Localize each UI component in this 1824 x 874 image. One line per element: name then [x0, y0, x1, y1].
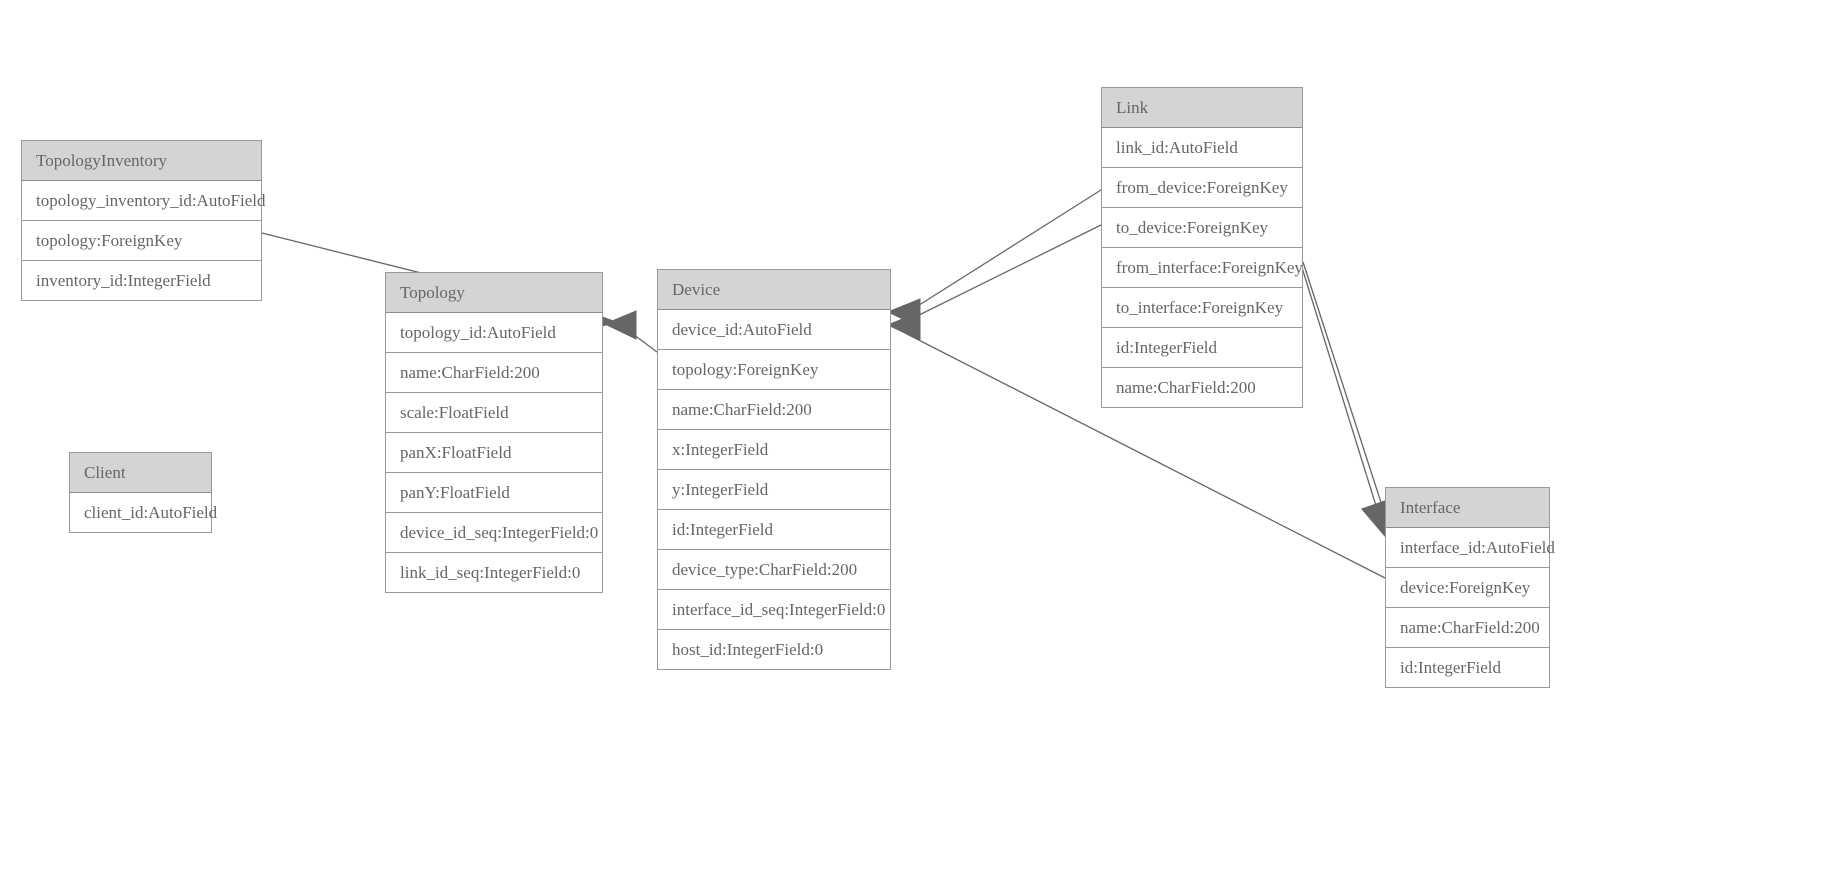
entity-field: link_id:AutoField: [1102, 128, 1302, 168]
entity-title-topology: Topology: [386, 273, 602, 313]
entity-title-interface: Interface: [1386, 488, 1549, 528]
entity-field: client_id:AutoField: [70, 493, 217, 532]
entity-field: topology_id:AutoField: [386, 313, 602, 353]
relationship-arrowhead: [603, 310, 637, 340]
entity-field: id:IntegerField: [1102, 328, 1302, 368]
relationship-line: [904, 189, 1102, 315]
entity-field: inventory_id:IntegerField: [22, 261, 261, 300]
relationship-line: [1298, 257, 1383, 526]
entity-field: from_device:ForeignKey: [1102, 168, 1302, 208]
entity-field: scale:FloatField: [386, 393, 602, 433]
entity-field: interface_id_seq:IntegerField:0: [658, 590, 890, 630]
entity-field: panX:FloatField: [386, 433, 602, 473]
entity-field: id:IntegerField: [1386, 648, 1549, 687]
entity-title-link: Link: [1102, 88, 1302, 128]
relationship-arrowhead: [1361, 500, 1386, 538]
entity-field: name:CharField:200: [1386, 608, 1549, 648]
entity-field: name:CharField:200: [386, 353, 602, 393]
entity-field: y:IntegerField: [658, 470, 890, 510]
entity-title-topology_inventory: TopologyInventory: [22, 141, 261, 181]
relationship-line: [620, 324, 658, 353]
entity-field: link_id_seq:IntegerField:0: [386, 553, 602, 592]
entity-field: topology:ForeignKey: [658, 350, 890, 390]
relationship-link-from_interface: [1298, 257, 1386, 538]
entity-field: to_device:ForeignKey: [1102, 208, 1302, 248]
entity-field: device:ForeignKey: [1386, 568, 1549, 608]
relationship-line: [1302, 261, 1390, 528]
entity-field: interface_id:AutoField: [1386, 528, 1555, 568]
entity-field: name:CharField:200: [658, 390, 890, 430]
relationship-arrowhead: [886, 311, 921, 341]
entity-field: to_interface:ForeignKey: [1102, 288, 1302, 328]
relationship-device-topology: [603, 310, 658, 353]
relationship-arrowhead: [886, 298, 921, 328]
relationship-link-to_interface: [1302, 261, 1390, 538]
entity-field: device_id:AutoField: [658, 310, 890, 350]
relationship-link-to_device: [886, 224, 1102, 341]
entity-field: device_type:CharField:200: [658, 550, 890, 590]
entity-field: device_id_seq:IntegerField:0: [386, 513, 602, 553]
entity-field: host_id:IntegerField:0: [658, 630, 890, 669]
entity-title-client: Client: [70, 453, 211, 493]
entity-field: from_interface:ForeignKey: [1102, 248, 1303, 288]
entity-field: x:IntegerField: [658, 430, 890, 470]
entity-field: topology:ForeignKey: [22, 221, 261, 261]
entity-field: panY:FloatField: [386, 473, 602, 513]
entity-title-device: Device: [658, 270, 890, 310]
entity-field: name:CharField:200: [1102, 368, 1302, 407]
relationship-arrowhead: [1361, 500, 1386, 538]
relationship-link-from_device: [886, 189, 1102, 328]
relationship-line: [904, 224, 1102, 323]
entity-field: topology_inventory_id:AutoField: [22, 181, 266, 221]
relationship-arrowhead: [886, 311, 921, 341]
entity-field: id:IntegerField: [658, 510, 890, 550]
